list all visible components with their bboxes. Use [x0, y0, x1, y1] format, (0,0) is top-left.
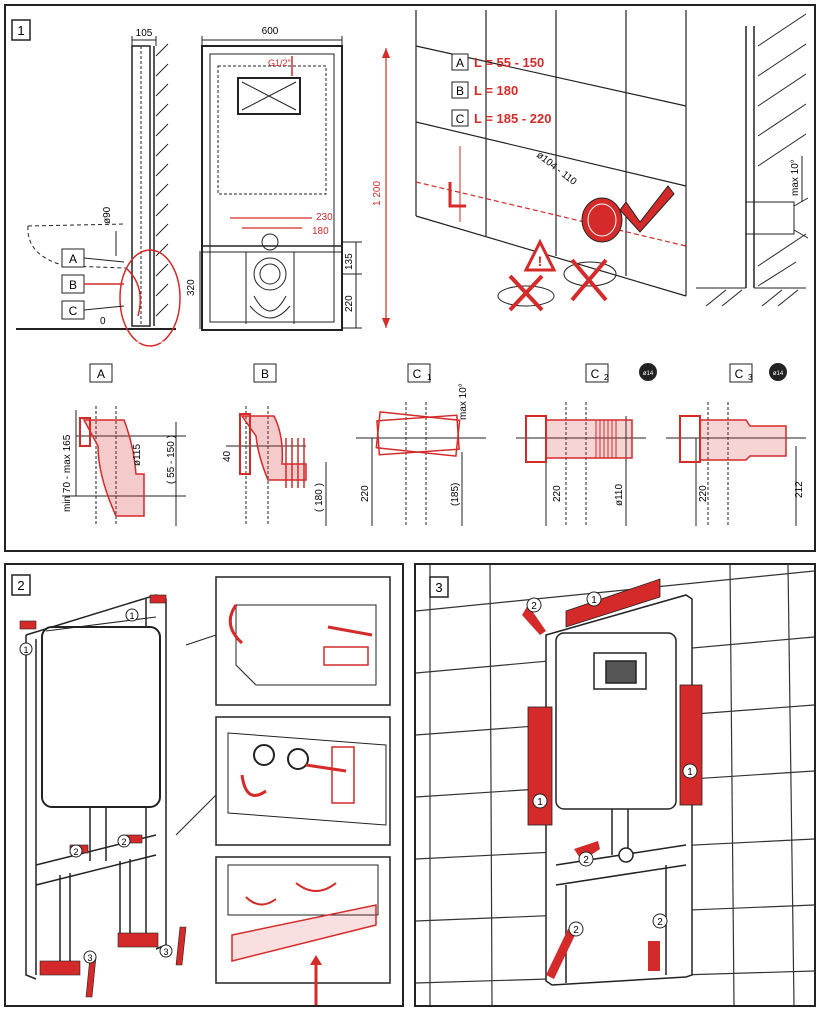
variant-b: B 40 ( 180 ) [222, 363, 327, 526]
wall-section [696, 13, 809, 307]
variant-c2-dim-220: 220 [552, 485, 563, 502]
step-3-number: 3 [435, 580, 442, 595]
g-thread-label: G1/2" [268, 58, 291, 68]
wall-angle-label: max 10° [790, 159, 801, 196]
step-2-callout-2a: 2 [73, 847, 78, 857]
step-3-drawing: 3 [416, 565, 814, 1005]
step-2-callout-2b: 2 [121, 837, 126, 847]
variant-a-label: A [97, 367, 105, 381]
step-1-number: 1 [17, 23, 24, 38]
step-2-drawing: 2 [11, 574, 391, 1005]
variant-c3-label: C [735, 367, 744, 381]
variant-a-dim-115: ø115 [132, 444, 143, 466]
variant-c2-badge: ø14 [643, 371, 654, 377]
step-2-callout-1a: 1 [23, 645, 28, 655]
front-view [201, 36, 343, 331]
length-key-b: B [456, 84, 464, 98]
step-1-panel: 1 [4, 4, 816, 552]
variant-c3-badge: ø14 [773, 371, 784, 377]
dim-230-label: 230 [316, 212, 333, 223]
variant-a-dim-55: ( 55 - 150 ) [166, 435, 177, 484]
variant-c1-label: C [413, 367, 422, 381]
dim-1200-label: 1 200 [372, 181, 383, 206]
variant-c1: C 1 max 10° 220 (185) [356, 363, 486, 526]
svg-text:!: ! [538, 253, 543, 269]
dim-135-label: 135 [344, 253, 355, 270]
dim-90-label: ø90 [102, 206, 113, 224]
variant-c1-dim-220: 220 [360, 485, 371, 502]
dim-600-label: 600 [262, 26, 279, 37]
variant-c1-sub: 1 [427, 373, 432, 382]
step-3-callout-2b: 2 [583, 855, 589, 866]
dim-180-label: 180 [312, 226, 329, 237]
length-key-c: C [456, 112, 465, 126]
step-3-callout-1a: 1 [591, 595, 597, 606]
side-option-b: B [69, 278, 77, 292]
variant-a-dim-range: min 70 - max 165 [62, 434, 73, 512]
variant-c2-dim-110: ø110 [614, 484, 625, 506]
variant-c3: C 3 ø14 220 212 [666, 363, 806, 526]
variant-c1-dim-185: (185) [450, 483, 461, 506]
variant-b-label: B [261, 367, 269, 381]
step-3-panel: 3 [414, 563, 816, 1007]
step-1-drawing: 1 [10, 10, 810, 526]
detail-box-bottom [215, 856, 391, 1005]
step-2-callout-1b: 1 [129, 611, 134, 621]
side-option-c: C [69, 304, 78, 318]
variant-c2-label: C [591, 367, 600, 381]
variant-c2-sub: 2 [604, 373, 609, 382]
tile-wall-detail [415, 10, 687, 297]
step-3-callout-2c: 2 [573, 925, 579, 936]
step-3-callout-1c: 1 [687, 767, 693, 778]
variant-a: A min 70 - max 165 ø115 ( 55 - 150 ) [62, 363, 186, 526]
variant-c3-dim-220: 220 [698, 485, 709, 502]
dim-105-label: 105 [136, 28, 153, 39]
dim-320-label: 320 [186, 279, 197, 296]
variant-b-dim-180: ( 180 ) [314, 483, 325, 512]
installation-frame [25, 594, 167, 980]
installation-frame-wall [545, 594, 693, 986]
variant-b-dim-40: 40 [222, 450, 233, 462]
side-option-boxes [61, 248, 125, 320]
variant-c3-dim-212: 212 [794, 481, 805, 498]
detail-box-middle [175, 716, 391, 846]
variant-c1-angle: max 10° [458, 383, 469, 420]
step-2-panel: 2 [4, 563, 404, 1007]
variant-c3-sub: 3 [748, 373, 753, 382]
variant-c2: C 2 ø14 220 ø110 [516, 363, 657, 526]
length-a-value: L = 55 - 150 [474, 55, 544, 70]
detail-box-top [185, 576, 391, 706]
length-c-value: L = 185 - 220 [474, 111, 551, 126]
dim-220-label: 220 [344, 295, 355, 312]
length-b-value: L = 180 [474, 83, 518, 98]
step-3-callout-2a: 2 [531, 601, 537, 612]
step-2-number: 2 [17, 578, 24, 593]
step-3-callout-2d: 2 [657, 917, 663, 928]
floor-zero-label: 0 [100, 316, 106, 327]
side-view [27, 36, 201, 329]
step-2-callout-3b: 3 [163, 947, 168, 957]
step-2-callout-3a: 3 [87, 953, 92, 963]
step-3-callout-1b: 1 [537, 797, 543, 808]
length-key-a: A [456, 56, 464, 70]
side-option-a: A [69, 252, 77, 266]
